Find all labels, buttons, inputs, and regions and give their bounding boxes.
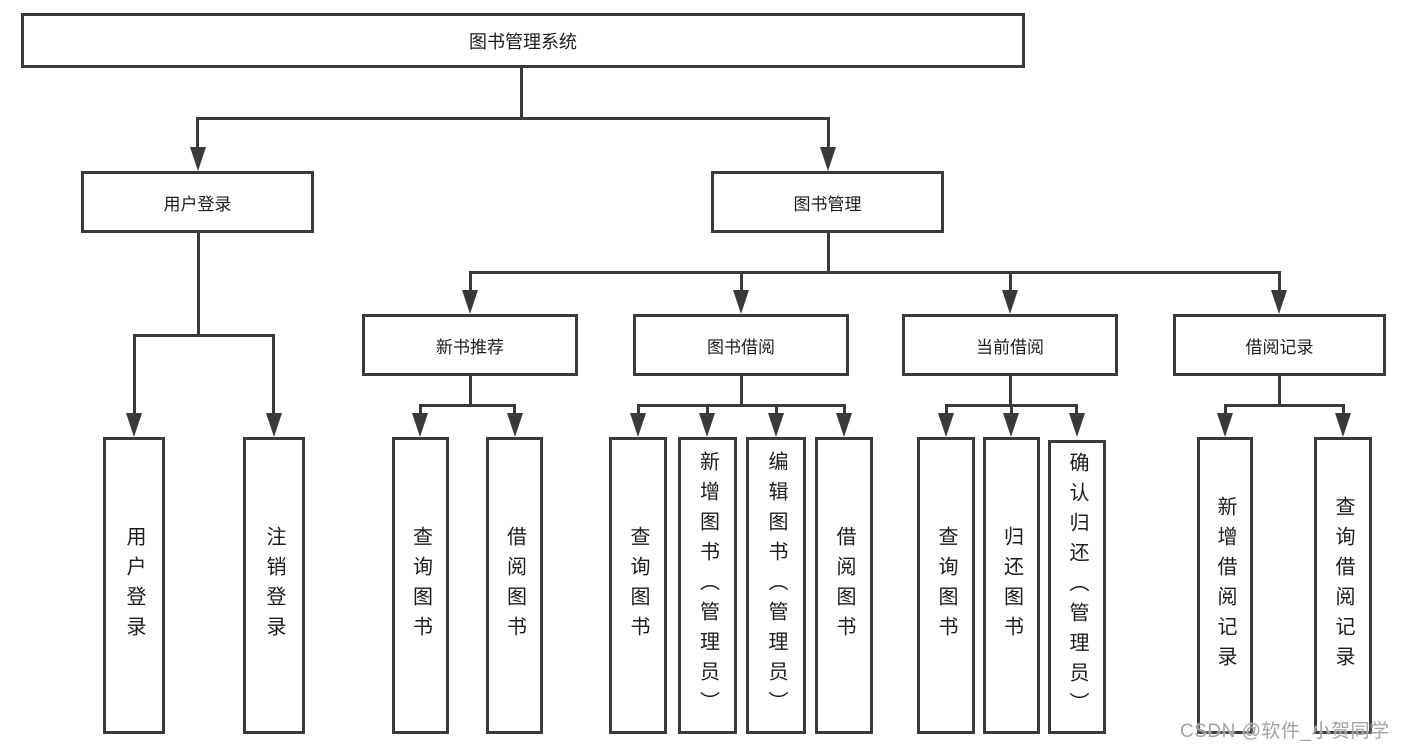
connector-drop-leaf — [945, 404, 948, 416]
arrowhead-down-icon — [630, 413, 646, 437]
csdn-watermark: CSDN @软件_小贺同学 — [1180, 721, 1390, 742]
leaf-label: 借阅图书 — [503, 525, 526, 646]
leaf-add-borrow-record: 新增借阅记录 — [1197, 437, 1253, 734]
arrowhead-down-icon — [1003, 413, 1019, 437]
leaf-query-books-recommend: 查询图书 — [392, 437, 449, 734]
connector-drop-login-leaf — [133, 334, 136, 415]
connector-root-stem — [520, 68, 523, 120]
connector-currentborrow-stem — [1009, 376, 1012, 406]
arrowhead-down-icon — [733, 290, 749, 314]
node-book-management: 图书管理 — [711, 171, 944, 233]
node-root-library-system: 图书管理系统 — [21, 13, 1025, 68]
connector-bookborrow-stem — [740, 376, 743, 406]
leaf-label: 查询图书 — [409, 525, 432, 646]
node-new-book-recommend: 新书推荐 — [362, 314, 578, 376]
leaf-borrow-books: 借阅图书 — [815, 437, 873, 734]
leaf-edit-books-admin: 编辑图书（管理员） — [746, 437, 806, 734]
leaf-label: 新增借阅记录 — [1214, 495, 1236, 676]
arrowhead-down-icon — [507, 413, 523, 437]
connector-drop-book-management — [827, 117, 830, 150]
arrowhead-down-icon — [1335, 413, 1351, 437]
connector-records-stem — [1278, 376, 1281, 406]
connector-bookmgmt-stem — [827, 233, 830, 273]
leaf-label: 注销登录 — [263, 525, 285, 646]
connector-bookborrow-branch — [637, 404, 845, 407]
connector-drop-leaf — [1342, 404, 1345, 416]
leaf-borrow-books-recommend: 借阅图书 — [486, 437, 543, 734]
leaf-label: 新增图书（管理员） — [696, 450, 719, 721]
arrowhead-down-icon — [938, 413, 954, 437]
leaf-label: 查询图书 — [935, 525, 957, 646]
node-user-login: 用户登录 — [81, 171, 314, 233]
connector-drop-leaf — [1075, 404, 1078, 416]
leaf-query-books-current: 查询图书 — [917, 437, 975, 734]
connector-root-branch — [196, 117, 830, 120]
connector-drop-logout-leaf — [272, 334, 275, 415]
connector-newbook-branch — [419, 404, 516, 407]
connector-records-branch — [1224, 404, 1344, 407]
arrowhead-down-icon — [699, 413, 715, 437]
leaf-query-borrow-record: 查询借阅记录 — [1314, 437, 1372, 734]
connector-drop-leaf — [419, 404, 422, 416]
leaf-confirm-return-admin: 确认归还（管理员） — [1048, 440, 1106, 734]
connector-bookmgmt-branch — [469, 271, 1281, 274]
connector-drop-leaf — [513, 404, 516, 416]
connector-drop-new-book — [469, 271, 472, 293]
leaf-label: 归还图书 — [1000, 525, 1023, 646]
arrowhead-down-icon — [1271, 290, 1287, 314]
connector-drop-leaf — [706, 404, 709, 416]
connector-userlogin-branch — [133, 334, 275, 337]
leaf-logout: 注销登录 — [243, 437, 305, 734]
connector-drop-leaf — [843, 404, 846, 416]
arrowhead-down-icon — [412, 413, 428, 437]
node-current-borrowing: 当前借阅 — [902, 314, 1118, 376]
node-book-borrowing: 图书借阅 — [633, 314, 849, 376]
leaf-label: 编辑图书（管理员） — [765, 450, 787, 721]
connector-userlogin-stem — [197, 233, 200, 336]
connector-drop-current-borrowing — [1009, 271, 1012, 293]
arrowhead-down-icon — [126, 413, 142, 437]
connector-drop-user-login — [196, 117, 199, 150]
connector-drop-book-borrowing — [740, 271, 743, 293]
arrowhead-down-icon — [1217, 413, 1233, 437]
node-borrowing-records: 借阅记录 — [1173, 314, 1386, 376]
leaf-user-login: 用户登录 — [103, 437, 165, 734]
leaf-label: 确认归还（管理员） — [1066, 452, 1088, 722]
connector-newbook-stem — [469, 376, 472, 406]
leaf-label: 用户登录 — [123, 525, 145, 646]
arrowhead-down-icon — [820, 147, 836, 171]
arrowhead-down-icon — [836, 413, 852, 437]
leaf-query-books-borrowing: 查询图书 — [609, 437, 667, 734]
connector-drop-borrowing-records — [1278, 271, 1281, 293]
connector-drop-leaf — [637, 404, 640, 416]
arrowhead-down-icon — [266, 413, 282, 437]
connector-drop-leaf — [1224, 404, 1227, 416]
leaf-add-books-admin: 新增图书（管理员） — [678, 437, 737, 734]
arrowhead-down-icon — [462, 290, 478, 314]
connector-drop-leaf — [775, 404, 778, 416]
leaf-label: 借阅图书 — [833, 525, 855, 646]
arrowhead-down-icon — [768, 413, 784, 437]
leaf-return-books: 归还图书 — [983, 437, 1040, 734]
connector-drop-leaf — [1010, 404, 1013, 416]
arrowhead-down-icon — [190, 147, 206, 171]
arrowhead-down-icon — [1002, 290, 1018, 314]
arrowhead-down-icon — [1069, 413, 1085, 437]
leaf-label: 查询借阅记录 — [1332, 495, 1354, 676]
leaf-label: 查询图书 — [627, 525, 649, 646]
